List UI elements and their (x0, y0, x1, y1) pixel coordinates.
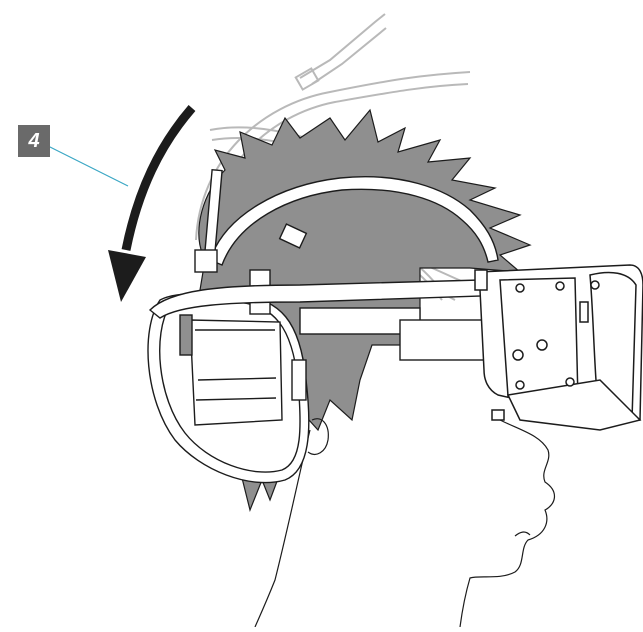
step-number: 4 (28, 130, 39, 152)
step-leader-line (48, 146, 128, 186)
step-badge: 4 (18, 125, 50, 157)
headset-unit (475, 265, 643, 430)
rear-strap (148, 293, 309, 482)
curved-arrow-down-icon (108, 108, 192, 302)
